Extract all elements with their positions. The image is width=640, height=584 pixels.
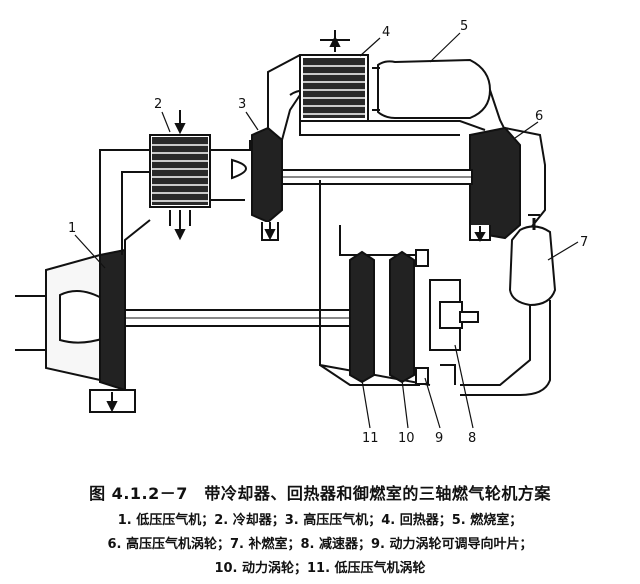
callout-1: 1 [68,221,76,236]
callout-2: 2 [154,97,162,112]
callout-leaders [74,32,579,429]
callout-8: 8 [468,431,476,446]
callout-7: 7 [580,235,588,250]
reduction-gearbox [429,279,479,385]
figure-caption: 图 4.1.2－7 带冷却器、回热器和御燃室的三轴燃气轮机方案 1. 低压压气机… [0,470,640,576]
callout-9: 9 [435,431,443,446]
callout-6: 6 [535,109,543,124]
hp-shaft [281,169,473,185]
callout-4: 4 [382,25,390,40]
callout-3: 3 [238,97,246,112]
cooler [149,110,211,241]
reheat-combustor [508,214,557,307]
caption-legend-line-3: 10. 动力涡轮；11. 低压压气机涡轮 [214,561,426,576]
high-pressure-turbine [469,126,546,243]
recuperator-to-hpt-duct [299,120,486,136]
caption-legend-line-1: 1. 低压压气机；2. 冷却器；3. 高压压气机；4. 回热器；5. 燃烧室； [117,513,523,528]
combustor [372,58,511,141]
callout-5: 5 [460,19,468,34]
cooler-to-hp-duct [210,140,251,201]
three-shaft-gas-turbine-diagram: 1 2 3 4 5 6 7 8 9 10 11 [15,19,588,446]
low-pressure-turbine [349,250,375,384]
recuperator [299,30,369,122]
low-pressure-compressor [45,248,136,413]
caption-title: 图 4.1.2－7 带冷却器、回热器和御燃室的三轴燃气轮机方案 [89,484,551,503]
callout-10: 10 [398,431,415,446]
exhaust-duct [460,300,551,396]
lp-to-cooler-duct [99,149,151,255]
power-turbine [389,249,429,385]
caption-legend-line-2: 6. 高压压气机涡轮；7. 补燃室；8. 减速器；9. 动力涡轮可调导向叶片； [107,537,533,552]
high-pressure-compressor [251,126,283,241]
callout-11: 11 [362,431,379,446]
